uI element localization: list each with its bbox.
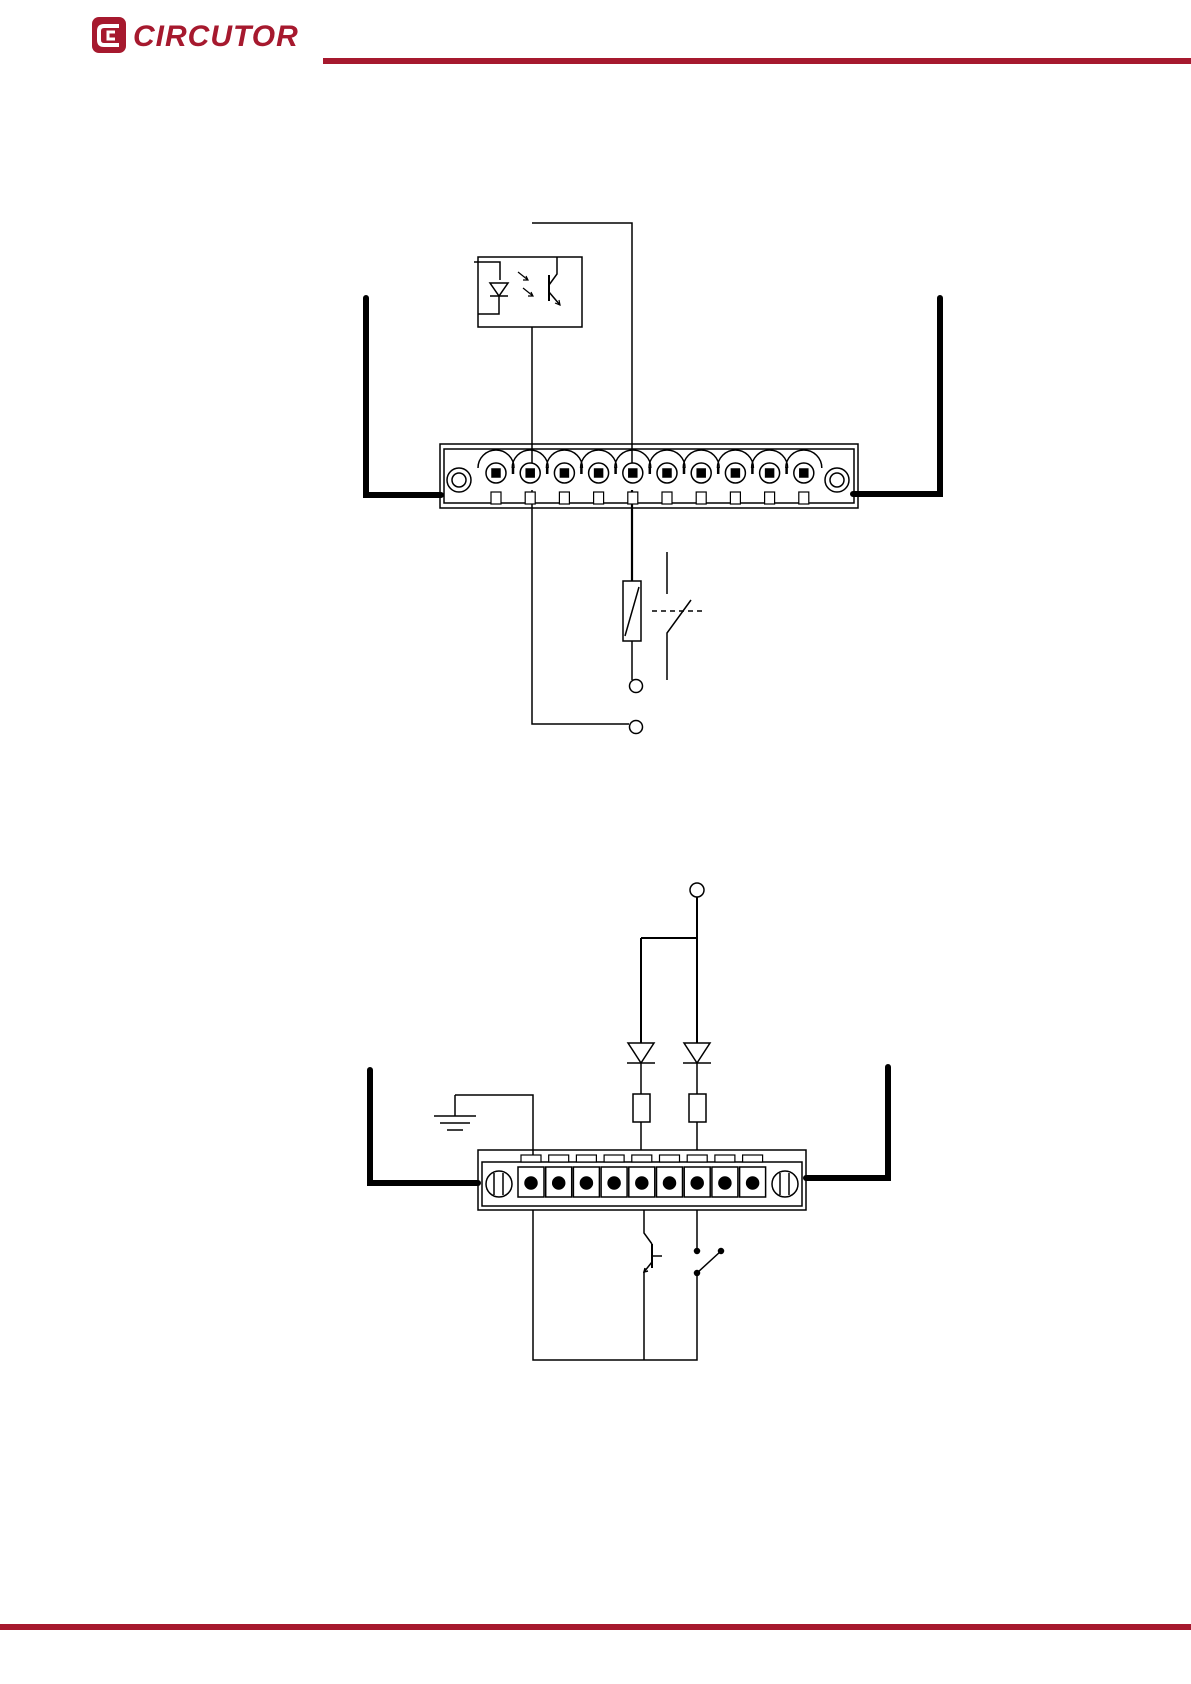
header: CIRCUTOR <box>92 17 1191 64</box>
relay-output-diagram <box>366 223 940 734</box>
right-bracket <box>853 298 940 494</box>
terminal-spring <box>546 1155 572 1197</box>
left-bracket <box>366 298 441 495</box>
terminal-circle-icon <box>690 883 704 897</box>
terminal-block-9-pole <box>478 1150 806 1210</box>
terminal-screw <box>717 450 753 504</box>
terminal-spring <box>629 1155 655 1197</box>
terminal-spring <box>712 1155 738 1197</box>
terminal-spring <box>657 1155 683 1197</box>
terminal-screw <box>478 450 514 504</box>
terminal-block-10-pole <box>440 444 858 508</box>
terminal-spring <box>573 1155 599 1197</box>
ground-icon <box>434 1095 476 1130</box>
fuse-icon <box>623 581 641 641</box>
terminal-spring <box>601 1155 627 1197</box>
header-rule <box>323 58 1191 64</box>
switch-icon <box>695 1210 724 1276</box>
terminal-screw <box>683 450 719 504</box>
resistor-icon <box>633 1094 706 1122</box>
terminal-screw <box>786 450 822 504</box>
terminal-screw <box>615 450 651 504</box>
terminal-screw <box>649 450 685 504</box>
terminal-spring <box>518 1155 544 1197</box>
transistor-icon <box>644 1244 662 1360</box>
terminal-screw <box>581 450 617 504</box>
circutor-logo-icon <box>92 17 126 53</box>
terminal-spring <box>740 1155 766 1197</box>
left-bracket <box>370 1070 478 1183</box>
brand-name: CIRCUTOR <box>133 20 299 53</box>
terminal-screw <box>512 450 548 504</box>
terminal-screw <box>752 450 788 504</box>
terminal-screw <box>546 450 582 504</box>
digital-input-diagram <box>370 883 888 1360</box>
footer-rule <box>0 1624 1191 1630</box>
terminal-circle-icon <box>630 721 643 734</box>
right-bracket <box>806 1067 888 1178</box>
diode-icon <box>627 1043 711 1063</box>
optocoupler-icon <box>474 257 582 327</box>
switch-icon <box>652 552 706 680</box>
terminal-circle-icon <box>630 680 643 693</box>
terminal-spring <box>684 1155 710 1197</box>
